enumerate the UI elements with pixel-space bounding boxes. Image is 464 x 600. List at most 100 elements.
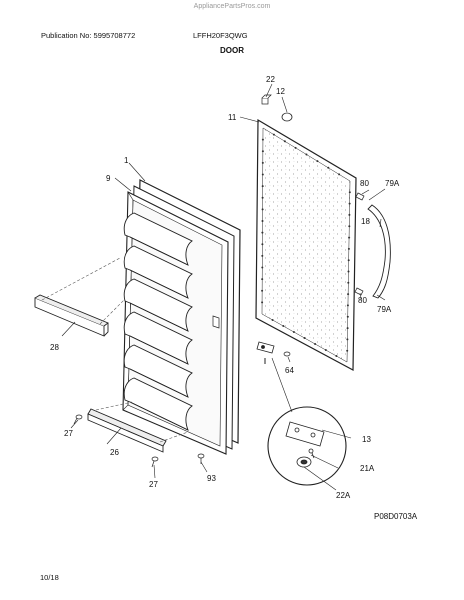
panel-hole: [261, 289, 264, 292]
panel-hole: [346, 315, 349, 318]
callout-93: 93: [207, 474, 216, 483]
bottom-hinge-bracket: [256, 341, 275, 354]
screw-27-top: [73, 414, 83, 425]
part-18-handle: [367, 204, 391, 299]
door-shelf: [123, 344, 193, 398]
panel-hole: [305, 153, 308, 156]
part-28-dash: [41, 257, 121, 301]
panel-hole: [261, 196, 264, 199]
handle-screw-top: [355, 192, 365, 201]
door-shelf: [123, 377, 193, 431]
door-shelf: [123, 278, 193, 332]
part-22-cap: [261, 94, 272, 105]
callout-28: 28: [50, 343, 59, 352]
callout-79a-bottom: 79A: [377, 305, 392, 314]
door-shelf-lip: [129, 368, 189, 398]
panel-hole: [282, 325, 285, 327]
panel-hole: [348, 236, 351, 239]
callout-11: 11: [228, 113, 237, 122]
panel-hole: [261, 150, 264, 153]
callout-27-top: 27: [64, 429, 73, 438]
panel-hole: [347, 293, 350, 296]
panel-hole: [346, 304, 349, 307]
detail-hinge-plate: [285, 421, 325, 447]
door-shelf-lip: [129, 269, 189, 299]
part-28-dash-2: [99, 299, 125, 325]
callout-12: 12: [276, 87, 285, 96]
callout-22a: 22A: [336, 491, 351, 500]
panel-hole: [338, 173, 341, 176]
part-64-bushing: [283, 351, 291, 357]
detail-circle: [267, 406, 347, 486]
callout-13: 13: [362, 435, 371, 444]
screw-93: [197, 453, 205, 464]
screw-27-bottom: [151, 456, 159, 468]
door-shelf: [123, 311, 193, 365]
panel-hole: [347, 259, 350, 262]
leader-lines: [61, 83, 386, 491]
part-28-bar: [34, 294, 109, 337]
door-shelf-lip: [129, 335, 189, 365]
callout-80-top: 80: [360, 179, 369, 188]
panel-hole: [347, 281, 350, 284]
callout-22: 22: [266, 75, 275, 84]
detail-screw: [308, 448, 315, 459]
callout-64: 64: [285, 366, 294, 375]
handle-screw-bottom: [354, 287, 364, 296]
panel-hole: [346, 349, 349, 352]
panel-hole: [261, 161, 264, 164]
detail-callout-line: [271, 357, 293, 413]
panel-hole: [314, 343, 317, 345]
panel-hole: [294, 146, 297, 149]
panel-hole: [283, 140, 286, 143]
panel-hole: [261, 208, 264, 211]
panel-hole: [346, 338, 349, 341]
panel-hole: [348, 191, 351, 194]
panel-hole: [261, 301, 264, 304]
callout-9: 9: [106, 174, 111, 183]
panel-hole: [346, 327, 349, 330]
panel-hole: [316, 160, 319, 163]
section-title: DOOR: [220, 46, 244, 55]
panel-hole: [348, 213, 351, 216]
liner-bracket: [212, 315, 220, 329]
panel-hole: [347, 270, 350, 273]
door-shelf-lip: [129, 302, 189, 332]
door-shelves: [123, 212, 193, 431]
callout-27-bottom: 27: [149, 480, 158, 489]
panel-hole: [303, 337, 306, 339]
diagram-code: P08D0703A: [374, 512, 418, 521]
panel-hole: [261, 254, 264, 257]
panel-hole: [261, 173, 264, 176]
panel-hole: [271, 319, 274, 321]
outer-door-panel: [255, 118, 357, 371]
panel-hole: [347, 247, 350, 250]
panel-hole: [261, 185, 264, 188]
callout-79a-top: 79A: [385, 179, 400, 188]
panel-hole: [327, 166, 330, 169]
door-shelf: [123, 245, 193, 299]
door-shelf-lip: [129, 236, 189, 266]
panel-hole: [324, 349, 327, 351]
watermark: AppliancePartsPros.com: [193, 3, 271, 10]
panel-hole: [348, 225, 351, 228]
part-12-plug: [281, 112, 293, 122]
callout-18: 18: [361, 217, 370, 226]
panel-hole: [272, 133, 275, 136]
model-number: LFFH20F3QWG: [193, 31, 248, 40]
panel-hole: [261, 138, 264, 141]
detail-bushing: [296, 456, 312, 468]
panel-hole: [261, 231, 264, 234]
panel-hole: [261, 220, 264, 222]
door-shelf: [123, 212, 193, 266]
panel-hole: [335, 355, 338, 357]
panel-hole: [261, 278, 264, 281]
callout-80-bottom: 80: [358, 296, 367, 305]
callout-26: 26: [110, 448, 119, 457]
page-number: 10/18: [40, 573, 59, 582]
callout-21a: 21A: [360, 464, 375, 473]
panel-hole: [292, 331, 295, 333]
door-shelf-lip: [129, 401, 189, 431]
panel-hole: [261, 266, 264, 269]
